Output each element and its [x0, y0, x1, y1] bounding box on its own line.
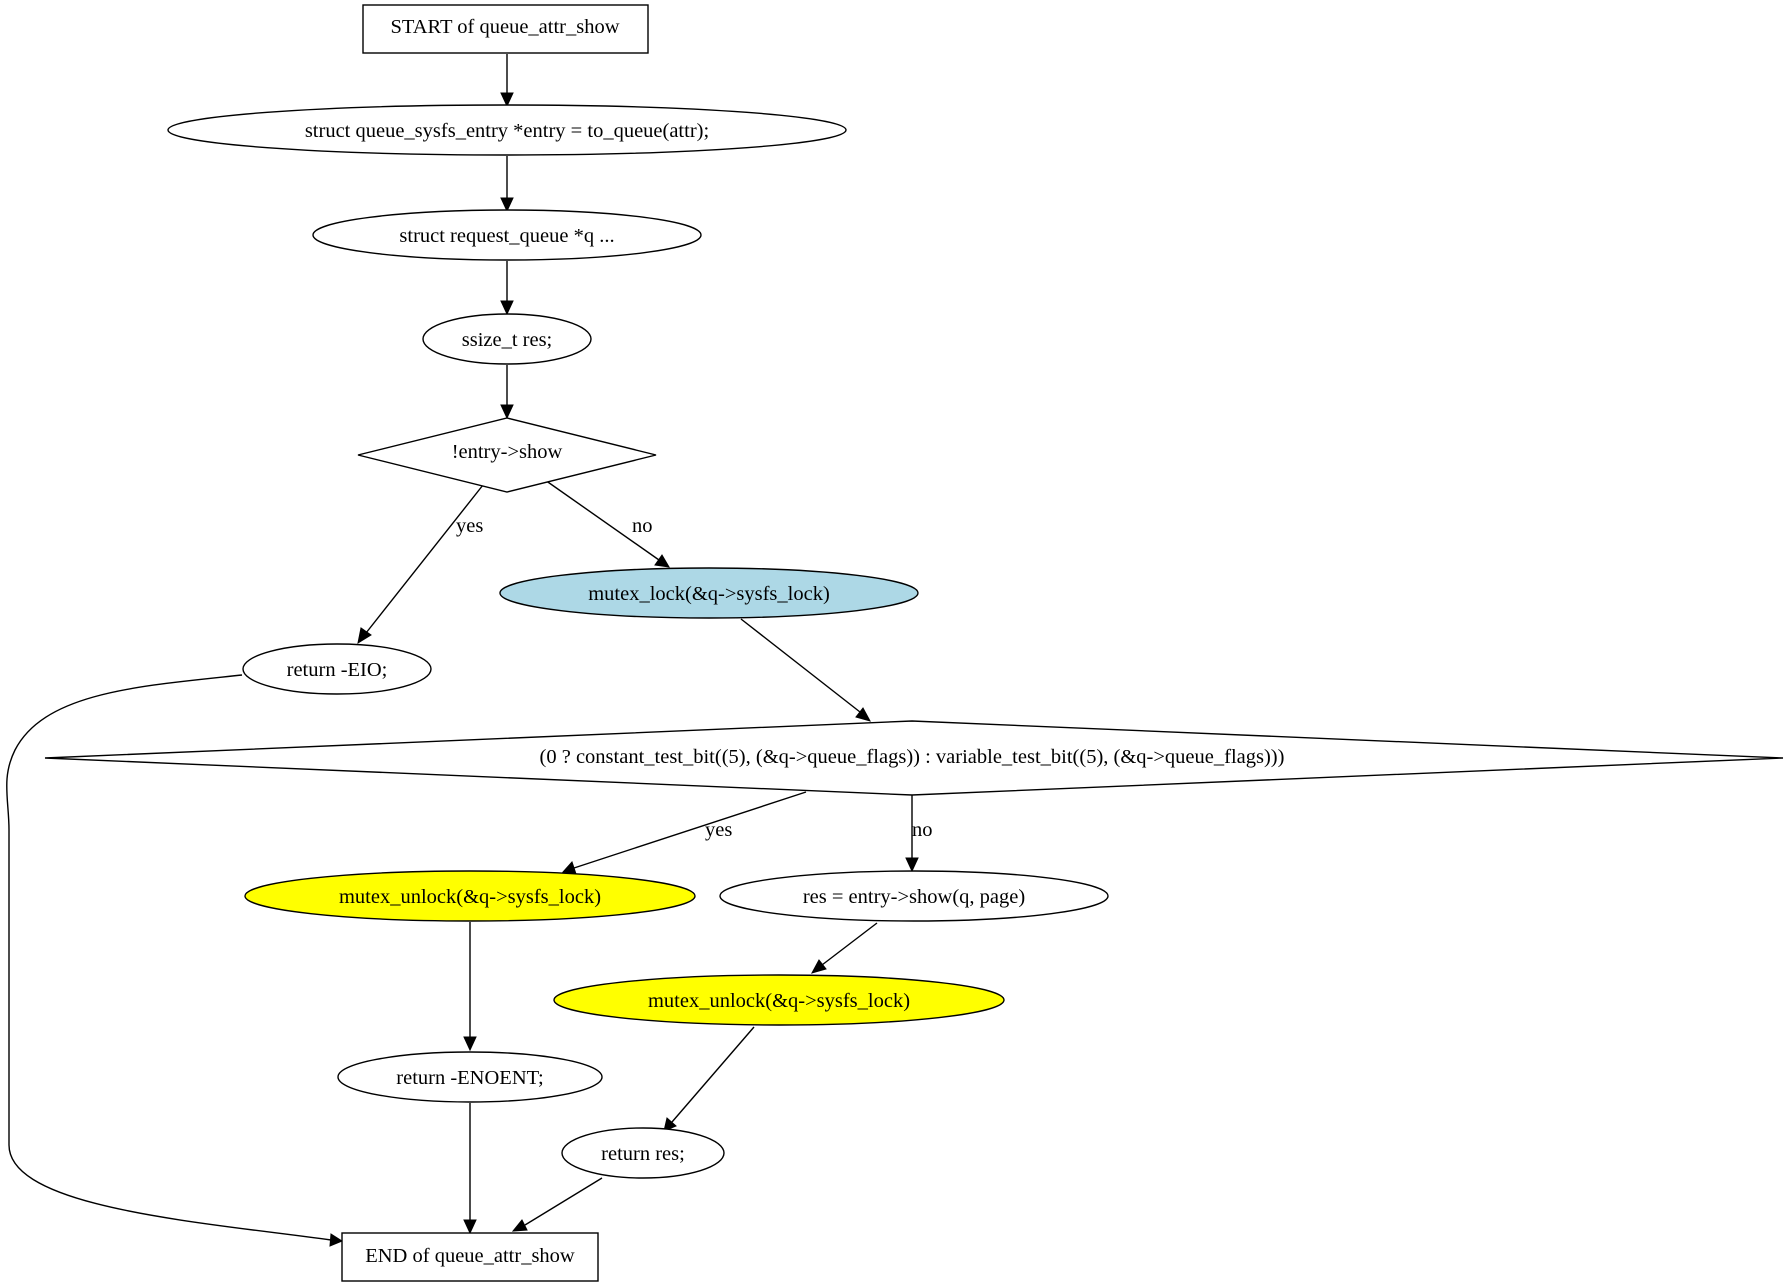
node-end-label: END of queue_attr_show	[365, 1245, 575, 1267]
node-res-decl[interactable]: ssize_t res;	[422, 313, 592, 365]
node-mutex-unlock-2-label: mutex_unlock(&q->sysfs_lock)	[648, 990, 910, 1012]
edge-q-decl-to-res-decl	[500, 261, 514, 316]
node-mutex-unlock-2[interactable]: mutex_unlock(&q->sysfs_lock)	[553, 974, 1005, 1026]
node-start-box	[362, 4, 649, 54]
edge-mutex-unlock-2-to-return-res	[663, 1026, 755, 1132]
node-res-assign[interactable]: res = entry->show(q, page)	[719, 870, 1109, 922]
node-q-decl-ellipse	[312, 209, 702, 261]
node-cond-test-bit-label: (0 ? constant_test_bit((5), (&q->queue_f…	[540, 746, 1285, 768]
node-mutex-lock[interactable]: mutex_lock(&q->sysfs_lock)	[499, 567, 919, 619]
edge-cond-test-bit-no: no	[905, 795, 933, 873]
edge-label-yes: yes	[705, 819, 732, 841]
edge-start-to-entry-decl	[500, 54, 514, 108]
node-return-enoent[interactable]: return -ENOENT;	[337, 1051, 603, 1103]
node-end[interactable]: END of queue_attr_show	[341, 1232, 599, 1282]
node-mutex-unlock-2-ellipse	[553, 974, 1005, 1026]
node-return-res-label: return res;	[601, 1143, 685, 1165]
node-res-assign-label: res = entry->show(q, page)	[803, 886, 1025, 908]
node-cond-test-bit-diamond	[44, 720, 1784, 796]
edge-cond-show-no: no	[544, 479, 670, 568]
node-end-box	[341, 1232, 599, 1282]
edge-mutex-lock-to-cond-test-bit	[740, 618, 872, 722]
edge-cond-test-bit-yes: yes	[562, 791, 807, 875]
node-cond-test-bit[interactable]: (0 ? constant_test_bit((5), (&q->queue_f…	[44, 720, 1784, 796]
node-return-enoent-ellipse	[337, 1051, 603, 1103]
node-return-eio[interactable]: return -EIO;	[242, 643, 432, 695]
edge-return-eio-to-end	[6, 674, 344, 1247]
edge-return-enoent-to-end	[463, 1103, 477, 1235]
edge-cond-show-yes: yes	[357, 484, 484, 645]
edge-return-res-to-end	[511, 1177, 603, 1232]
node-cond-show-label: !entry->show	[452, 441, 563, 463]
node-res-decl-ellipse	[422, 313, 592, 365]
edge-label-no: no	[912, 819, 933, 841]
node-entry-decl-ellipse	[167, 104, 847, 156]
node-start[interactable]: START of queue_attr_show	[362, 4, 649, 54]
edges: yes no yes no	[6, 54, 933, 1247]
edge-entry-decl-to-q-decl	[500, 156, 514, 213]
node-entry-decl-label: struct queue_sysfs_entry *entry = to_que…	[305, 120, 709, 142]
edge-label-yes: yes	[456, 515, 483, 537]
node-mutex-unlock-1[interactable]: mutex_unlock(&q->sysfs_lock)	[244, 870, 696, 922]
node-mutex-unlock-1-label: mutex_unlock(&q->sysfs_lock)	[339, 886, 601, 908]
edge-res-decl-to-cond-show	[500, 365, 514, 420]
node-return-res-ellipse	[561, 1127, 725, 1179]
node-return-res[interactable]: return res;	[561, 1127, 725, 1179]
node-cond-show[interactable]: !entry->show	[357, 417, 657, 493]
edge-label-no: no	[632, 515, 653, 537]
node-start-label: START of queue_attr_show	[390, 16, 619, 38]
node-res-decl-label: ssize_t res;	[462, 329, 553, 351]
node-return-eio-ellipse	[242, 643, 432, 695]
node-mutex-lock-label: mutex_lock(&q->sysfs_lock)	[588, 583, 830, 605]
node-res-assign-ellipse	[719, 870, 1109, 922]
nodes: START of queue_attr_show struct queue_sy…	[44, 4, 1784, 1282]
node-mutex-lock-ellipse	[499, 567, 919, 619]
node-return-enoent-label: return -ENOENT;	[396, 1067, 543, 1089]
edge-res-assign-to-mutex-unlock-2	[810, 922, 878, 974]
node-cond-show-diamond	[357, 417, 657, 493]
node-q-decl[interactable]: struct request_queue *q ...	[312, 209, 702, 261]
edge-mutex-unlock-1-to-return-enoent	[463, 922, 477, 1052]
node-mutex-unlock-1-ellipse	[244, 870, 696, 922]
node-return-eio-label: return -EIO;	[287, 659, 388, 681]
node-q-decl-label: struct request_queue *q ...	[399, 225, 614, 247]
node-entry-decl[interactable]: struct queue_sysfs_entry *entry = to_que…	[167, 104, 847, 156]
